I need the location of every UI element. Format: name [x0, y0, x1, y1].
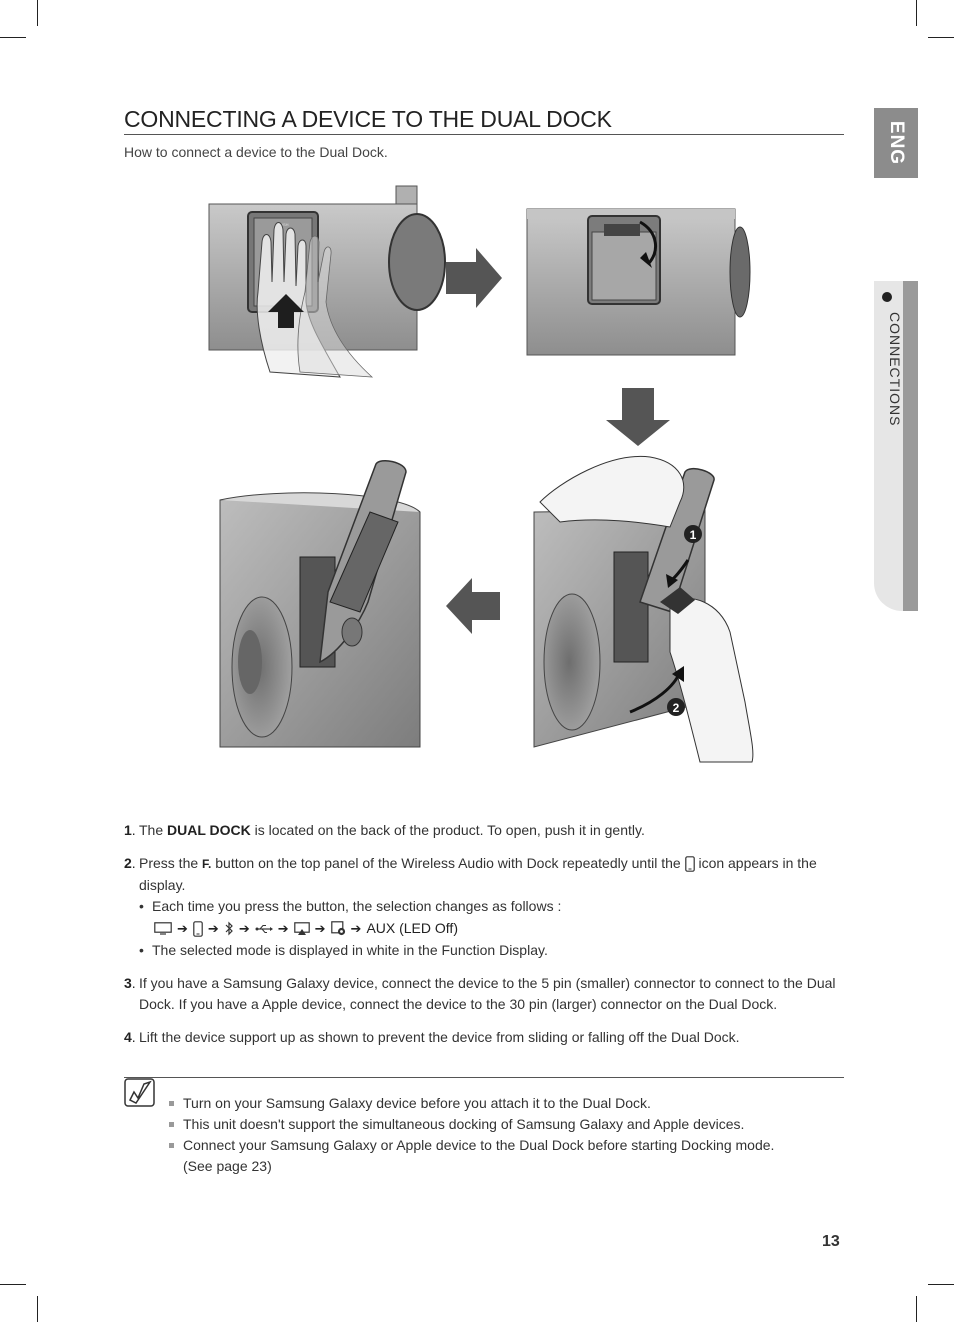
page-subtitle: How to connect a device to the Dual Dock…	[124, 144, 388, 160]
crop-mark	[0, 1284, 26, 1285]
step-number: 2.	[124, 855, 136, 871]
arrow-right-icon	[446, 248, 502, 308]
crop-mark	[0, 37, 26, 38]
step-item: 4. Lift the device support up as shown t…	[124, 1027, 844, 1048]
arrow-right-icon: ➔	[277, 921, 289, 936]
bluetooth-icon	[225, 921, 233, 936]
crop-mark	[928, 1284, 954, 1285]
note-item: Connect your Samsung Galaxy or Apple dev…	[168, 1135, 828, 1156]
note-continuation: (See page 23)	[183, 1158, 272, 1174]
step-item: 1. The DUAL DOCK is located on the back …	[124, 820, 844, 841]
notes-list: Turn on your Samsung Galaxy device befor…	[168, 1093, 828, 1177]
crop-mark	[916, 0, 917, 26]
network-icon	[330, 921, 345, 936]
tv-icon	[154, 922, 172, 935]
note-divider	[124, 1077, 844, 1078]
crop-mark	[37, 1296, 38, 1322]
function-sequence: ➔ ➔ ➔ ➔ ➔ ➔ AUX (LED Off)	[152, 918, 844, 939]
step-number: 4.	[124, 1029, 136, 1045]
page-number: 13	[822, 1233, 840, 1250]
crop-mark	[37, 0, 38, 26]
note-item: This unit doesn't support the simultaneo…	[168, 1114, 828, 1135]
arrow-right-icon: ➔	[207, 921, 219, 936]
arrow-right-icon: ➔	[238, 921, 250, 936]
step-panel-push: PUSH	[208, 185, 446, 378]
dual-dock-illustration: PUSH	[208, 185, 754, 763]
arrow-down-icon	[606, 388, 670, 446]
function-button-label: F.	[202, 857, 212, 871]
section-bullet-icon	[882, 292, 892, 302]
step-panel-insert: 1 2	[533, 455, 754, 763]
arrow-right-icon: ➔	[350, 921, 362, 936]
step-number: 3.	[124, 975, 136, 991]
step-item: 2. Press the F. button on the top panel …	[124, 853, 844, 961]
arrow-right-icon: ➔	[314, 921, 326, 936]
airplay-icon	[293, 921, 310, 935]
aux-mode-label: AUX (LED Off)	[366, 920, 458, 936]
phone-icon	[684, 856, 695, 873]
section-tab-bar	[903, 281, 918, 611]
language-tab: ENG	[874, 108, 918, 178]
step-number: 1.	[124, 822, 136, 838]
arrow-right-icon: ➔	[177, 921, 188, 936]
step-item: 3. If you have a Samsung Galaxy device, …	[124, 975, 836, 1012]
section-tab-label: CONNECTIONS	[887, 312, 903, 427]
step-bullet: The selected mode is displayed in white …	[139, 940, 844, 961]
step-panel-open	[526, 208, 751, 356]
usb-icon	[255, 924, 273, 933]
phone-icon	[193, 920, 203, 937]
page-title: CONNECTING A DEVICE TO THE DUAL DOCK	[124, 106, 844, 135]
note-icon	[124, 1078, 155, 1107]
marker-2: 2	[673, 701, 680, 715]
language-tab-label: ENG	[886, 120, 907, 166]
instruction-steps: 1. The DUAL DOCK is located on the back …	[124, 820, 844, 1060]
note-item: Turn on your Samsung Galaxy device befor…	[168, 1093, 828, 1114]
step-panel-docked	[219, 460, 421, 748]
step-bullet: Each time you press the button, the sele…	[139, 896, 844, 939]
push-label: PUSH	[277, 222, 288, 227]
marker-1: 1	[690, 528, 697, 542]
arrow-left-icon	[446, 578, 500, 634]
crop-mark	[928, 37, 954, 38]
crop-mark	[916, 1296, 917, 1322]
